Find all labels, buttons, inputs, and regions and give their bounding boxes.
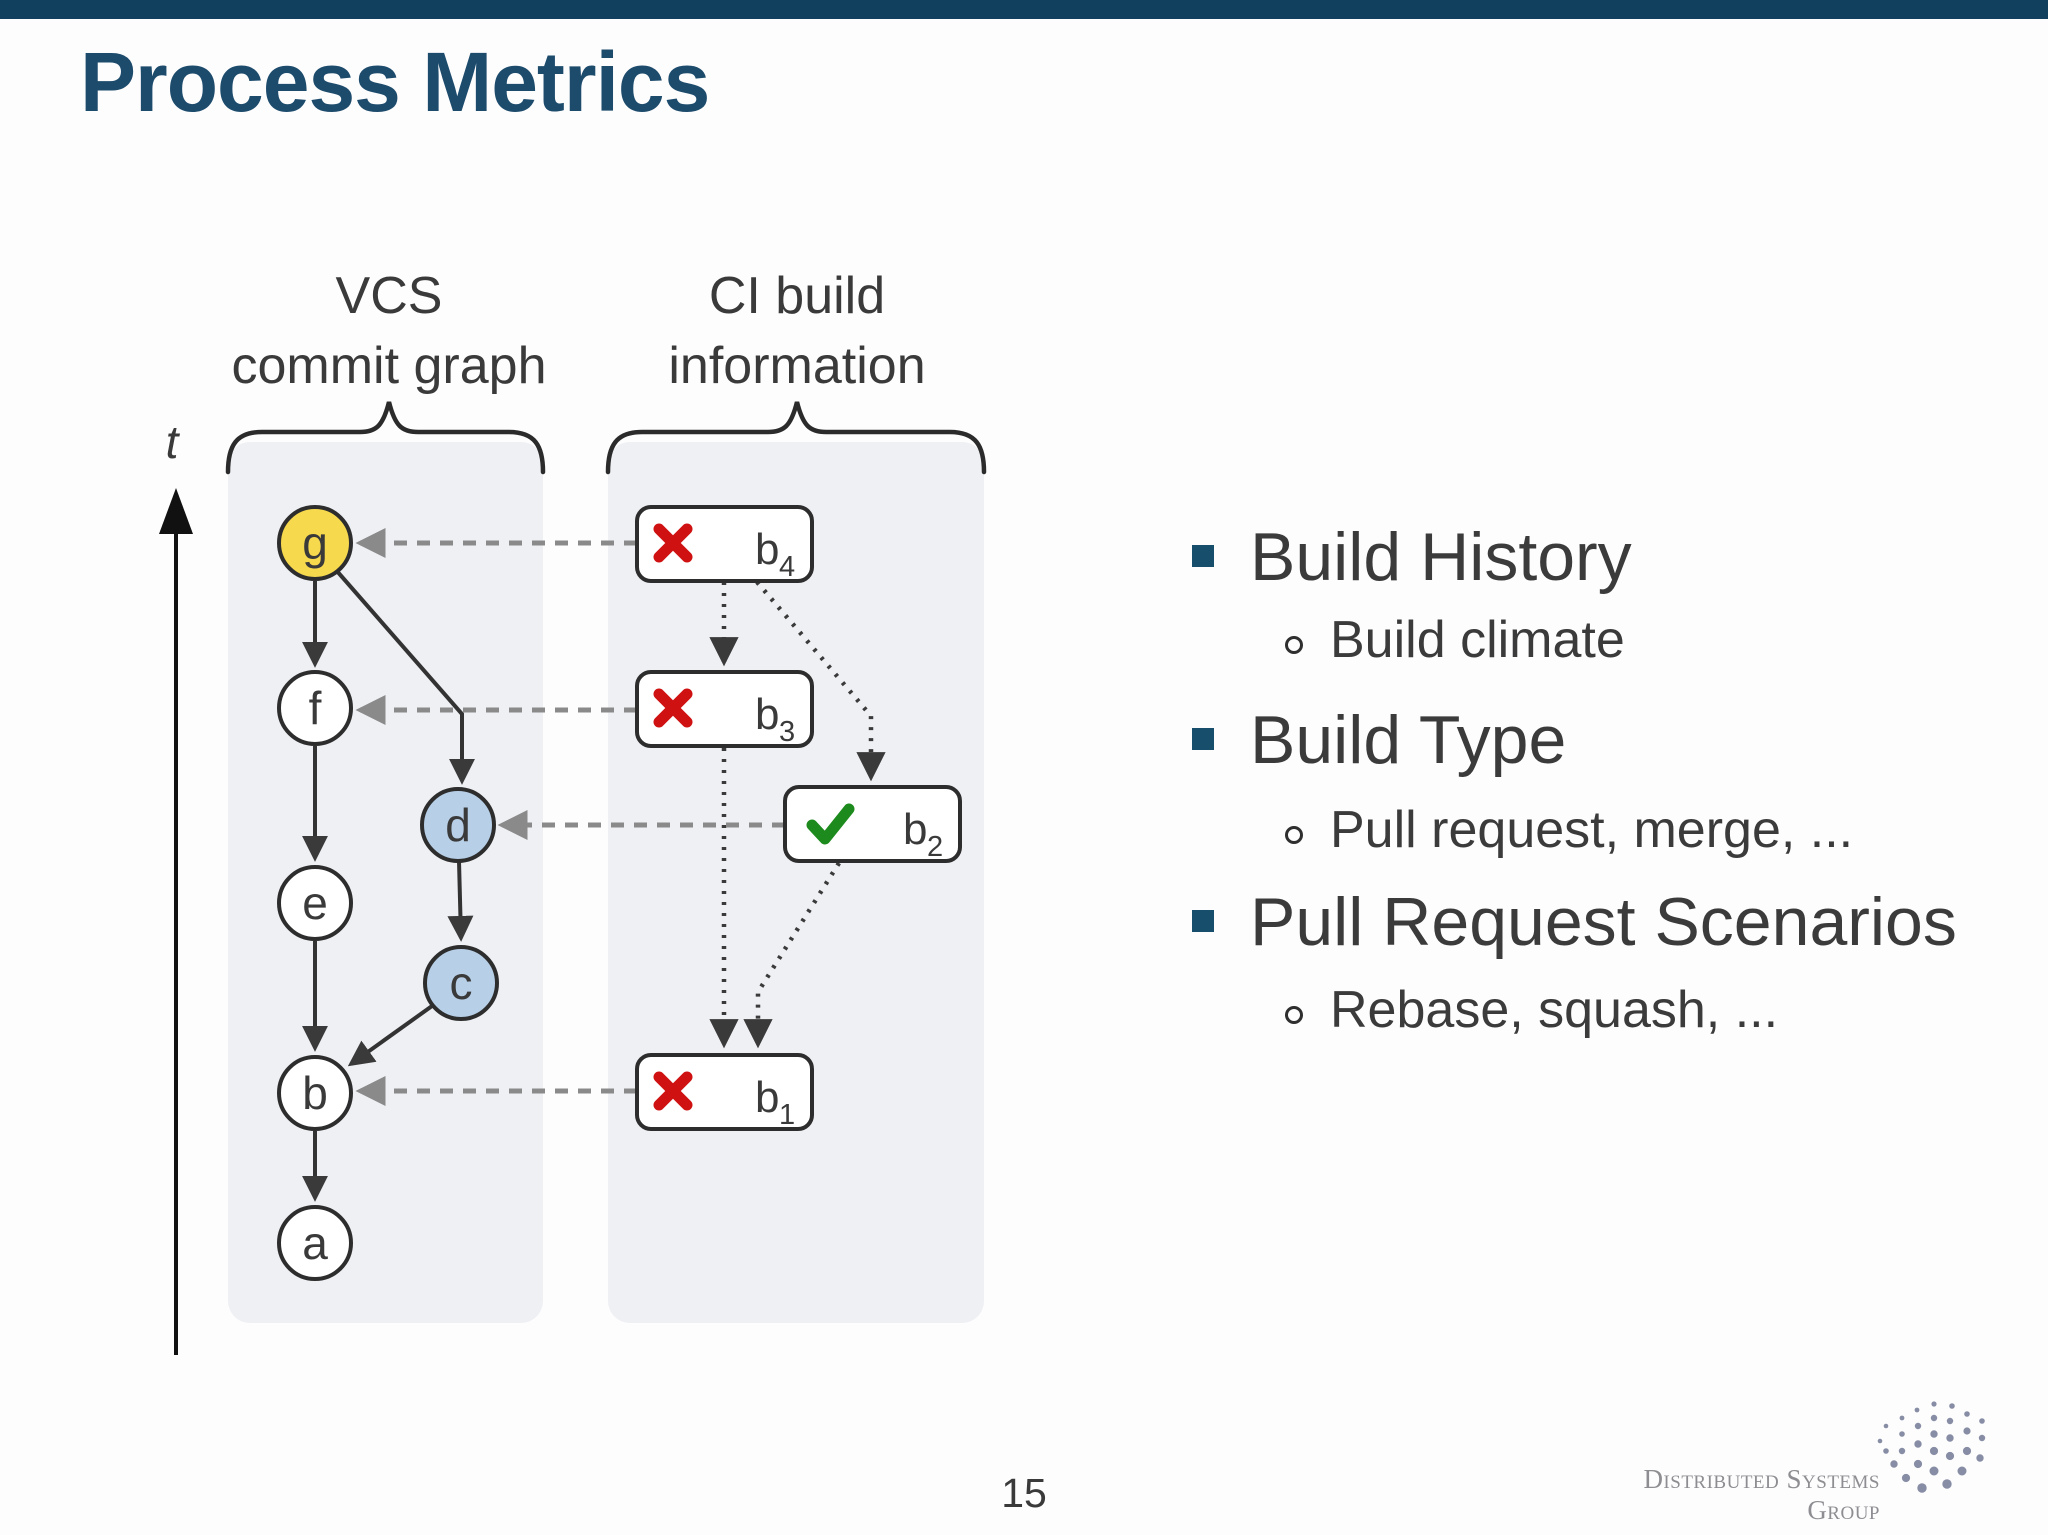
page-number: 15 — [1001, 1470, 1047, 1516]
commit-edges — [302, 568, 475, 1202]
bullet-build-type: Build Type — [1192, 700, 2012, 782]
build-subscript: 1 — [779, 1099, 795, 1131]
build-label: b — [755, 690, 779, 739]
bullet-rebase-squash: Rebase, squash, ... — [1285, 979, 2005, 1041]
build-failed-icon — [653, 523, 693, 563]
commit-node-d-label: d — [445, 799, 471, 851]
edge-d-c — [447, 860, 474, 942]
square-bullet-icon — [1192, 728, 1214, 750]
build-box-b2: b 2 — [783, 785, 962, 863]
time-axis-arrowhead — [159, 488, 193, 534]
commit-node-a-label: a — [302, 1217, 328, 1269]
commit-node-e-label: e — [302, 877, 328, 929]
commit-node-b — [277, 1055, 353, 1131]
commit-node-f — [277, 670, 353, 746]
vcs-column-label-line2: commit graph — [232, 337, 547, 395]
build-subscript: 4 — [779, 551, 795, 583]
build-label: b — [755, 525, 779, 574]
build-failed-icon — [653, 688, 693, 728]
commit-node-b-label: b — [302, 1067, 328, 1119]
commit-node-a — [277, 1205, 353, 1281]
bullet-sub-label: Pull request, merge, ... — [1330, 801, 1854, 859]
commit-node-c-label: c — [450, 957, 473, 1009]
ci-column-brace — [605, 401, 987, 475]
top-accent-bar — [0, 0, 2048, 19]
build-order-edges — [709, 580, 886, 1049]
commit-node-f-label: f — [309, 682, 322, 734]
circle-bullet-icon — [1285, 1006, 1303, 1024]
vcs-column-label-line1: VCS — [336, 267, 443, 325]
square-bullet-icon — [1192, 545, 1214, 567]
build-box — [635, 1053, 814, 1131]
commit-node-d — [420, 787, 496, 863]
bullet-sub-label: Build climate — [1330, 611, 1625, 669]
edge-g-d — [334, 568, 475, 785]
bullet-sub-label: Rebase, squash, ... — [1330, 981, 1779, 1039]
bullet-pull-request-scenarios: Pull Request Scenarios — [1192, 882, 2012, 964]
bullet-build-climate: Build climate — [1285, 609, 2005, 671]
vcs-column-brace — [225, 401, 546, 475]
build-label: b — [903, 805, 927, 854]
commit-node-g — [277, 505, 353, 581]
build-box-b1: b 1 — [635, 1053, 814, 1131]
page-title: Process Metrics — [80, 35, 710, 129]
dsg-logo-text: Distributed Systems Group — [1643, 1464, 1880, 1525]
build-box — [635, 670, 814, 748]
bullet-build-history: Build History — [1192, 517, 2012, 599]
vcs-column-background — [228, 442, 543, 1323]
edge-c-b — [347, 1004, 434, 1067]
bullet-label: Build History — [1250, 519, 1632, 595]
build-box-b3: b 3 — [635, 670, 814, 748]
dsg-logo-dots-icon — [1877, 1401, 1986, 1493]
circle-bullet-icon — [1285, 826, 1303, 844]
build-passed-icon — [806, 803, 855, 845]
bullet-label: Pull Request Scenarios — [1250, 884, 1957, 960]
build-commit-links — [355, 528, 785, 1106]
build-failed-icon — [653, 1071, 693, 1111]
circle-bullet-icon — [1285, 636, 1303, 654]
build-subscript: 2 — [927, 831, 943, 863]
commit-node-e — [277, 865, 353, 941]
build-label: b — [755, 1073, 779, 1122]
ci-column-label-line1: CI build — [709, 267, 885, 325]
square-bullet-icon — [1192, 910, 1214, 932]
commit-nodes — [277, 505, 499, 1281]
bullet-label: Build Type — [1250, 702, 1567, 778]
build-box — [635, 505, 814, 583]
ci-column-label-line2: information — [668, 337, 925, 395]
build-subscript: 3 — [779, 716, 795, 748]
commit-node-g-label: g — [302, 517, 328, 569]
build-box-b4: b 4 — [635, 505, 814, 583]
time-axis-label: t — [166, 416, 181, 468]
bullet-pull-request-merge: Pull request, merge, ... — [1285, 799, 2005, 861]
commit-node-c — [423, 945, 499, 1021]
